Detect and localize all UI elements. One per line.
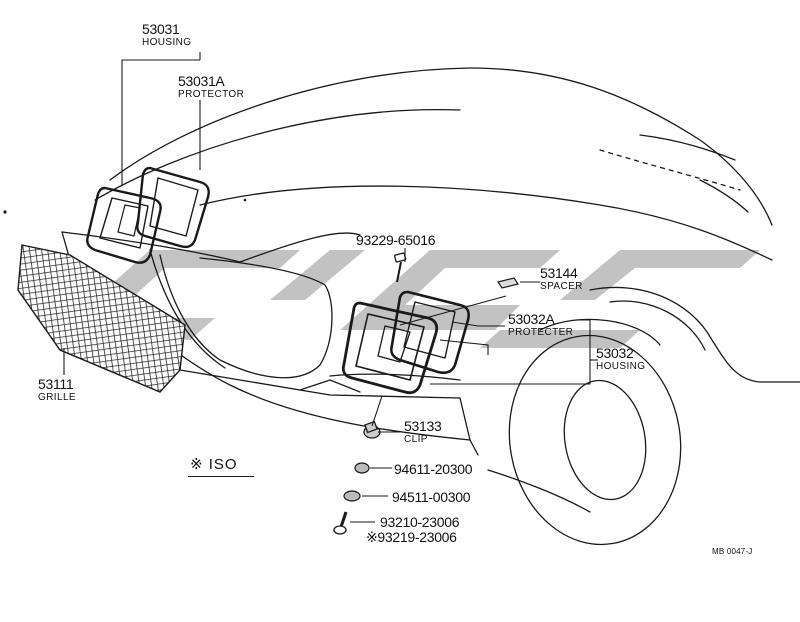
callout-clip-name: CLIP [404, 434, 428, 445]
callout-housing-left-number: 53031 [142, 21, 180, 37]
grille-mesh [17, 244, 186, 393]
callout-spacer-number: 53144 [540, 265, 578, 281]
callout-grille-name: GRILLE [38, 392, 76, 403]
callout-protector-right-name: PROTECTER [508, 327, 574, 338]
screw-93210 [333, 511, 348, 535]
left-headlamp-housing [86, 186, 162, 264]
callout-clip-number: 53133 [404, 418, 442, 434]
callout-housing-right-number: 53032 [596, 345, 634, 361]
callout-washer-number: 94611-20300 [394, 461, 473, 477]
iso-legend: ※ ISO [190, 456, 238, 473]
drawing-reference: MB 0047-J [712, 547, 753, 556]
callout-housing-right-name: HOUSING [596, 361, 646, 372]
nut-94511 [343, 490, 361, 502]
callout-grille-number: 53111 [38, 376, 74, 392]
leader-lines [63, 52, 598, 523]
edge-marks [3, 198, 247, 214]
callout-nut-number: 94511-00300 [392, 489, 471, 505]
fender-wheel [487, 286, 800, 546]
callout-screw-b-number: ※93219-23006 [366, 529, 457, 545]
callout-protector-left-name: PROTECTOR [178, 89, 245, 100]
right-headlamp-housing [341, 301, 439, 395]
callout-screw-a-number: 93210-23006 [380, 514, 460, 530]
spacer-53144 [497, 277, 519, 289]
callout-housing-left-name: HOUSING [142, 37, 192, 48]
iso-legend-underline [188, 476, 254, 477]
washer-94611 [354, 462, 370, 474]
callout-protector-left-number: 53031A [178, 73, 225, 89]
left-headlamp-protector [136, 166, 210, 249]
callout-spacer-name: SPACER [540, 281, 583, 292]
callout-protector-right-number: 53032A [508, 311, 555, 327]
hood-outline [94, 67, 773, 261]
clip-53133 [363, 420, 381, 439]
callout-bolt-number: 93229-65016 [356, 232, 436, 248]
